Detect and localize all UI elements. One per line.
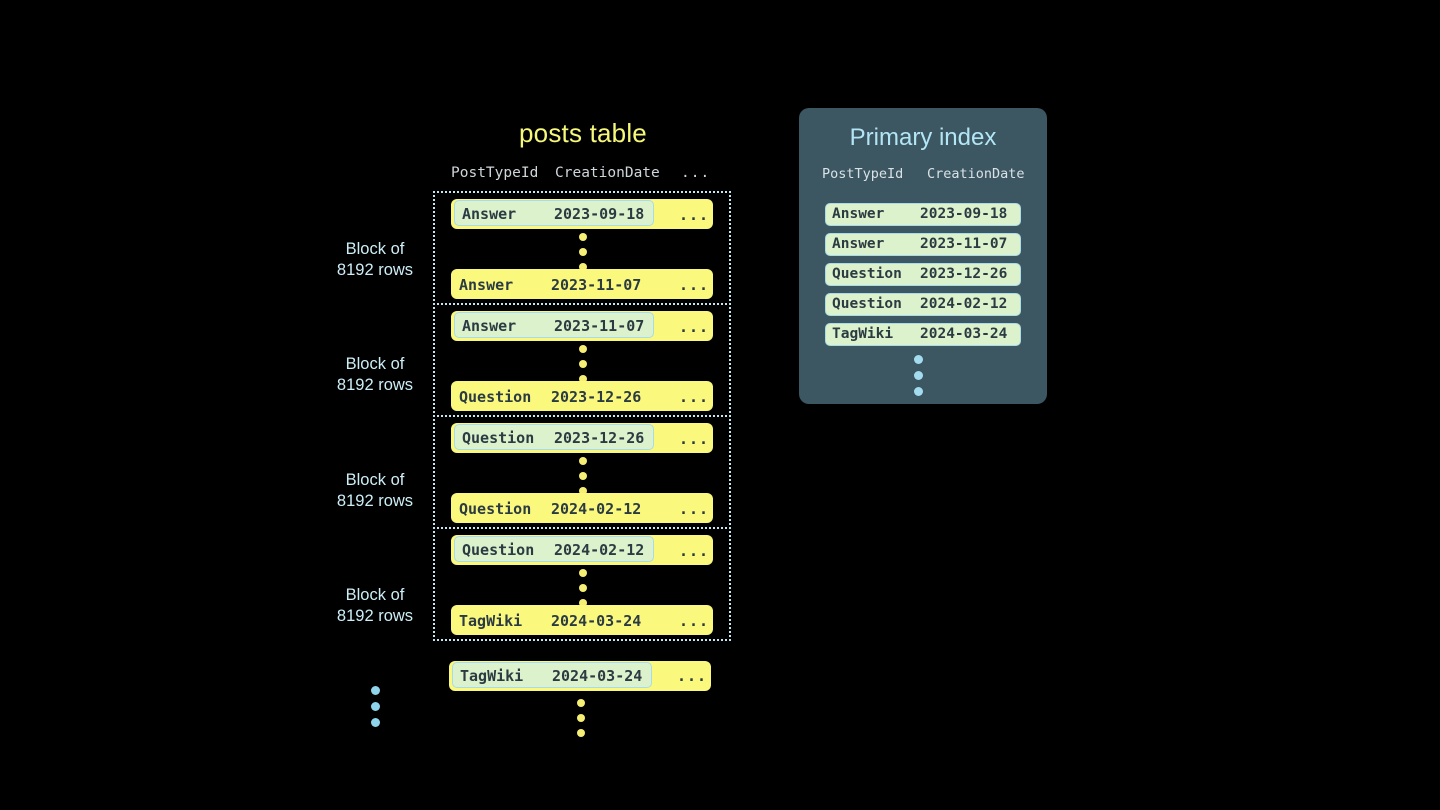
cell-posttypeid: Question xyxy=(459,388,532,406)
table-row: Question 2023-12-26 ... xyxy=(451,423,713,453)
table-row: Answer 2023-11-07 ... xyxy=(451,269,713,299)
cell-more: ... xyxy=(679,500,710,518)
row-key-highlight: Question 2023-12-26 xyxy=(454,424,654,450)
cell-creationdate: 2024-02-12 xyxy=(920,296,1008,312)
primary-index-panel: Primary index PostTypeId CreationDate An… xyxy=(799,108,1047,404)
cell-more: ... xyxy=(679,276,710,294)
table-row: TagWiki 2024-03-24 ... xyxy=(451,605,713,635)
block-label: Block of 8192 rows xyxy=(300,239,450,281)
cell-more: ... xyxy=(679,612,710,630)
block-label-line2: 8192 rows xyxy=(336,492,414,510)
cell-creationdate: 2023-11-07 xyxy=(554,317,645,335)
table-row: TagWiki 2024-03-24 ... xyxy=(449,661,711,691)
cell-posttypeid: Question xyxy=(832,296,902,312)
row-key-highlight: Answer 2023-09-18 xyxy=(454,200,654,226)
vertical-ellipsis-dots-left xyxy=(371,686,381,734)
block-label-line1: Block of xyxy=(345,471,405,489)
cell-creationdate: 2023-12-26 xyxy=(551,388,642,406)
vertical-ellipsis-dots xyxy=(579,569,589,614)
cell-creationdate: 2023-12-26 xyxy=(554,429,645,447)
cell-creationdate: 2024-02-12 xyxy=(554,541,645,559)
cell-posttypeid: Question xyxy=(462,541,535,559)
cell-creationdate: 2024-02-12 xyxy=(551,500,642,518)
cell-posttypeid: Question xyxy=(459,500,532,518)
cell-posttypeid: Answer xyxy=(832,236,885,252)
cell-posttypeid: Answer xyxy=(459,276,514,294)
vertical-ellipsis-dots xyxy=(579,457,589,502)
block-label-line1: Block of xyxy=(345,586,405,604)
cell-creationdate: 2024-03-24 xyxy=(552,667,643,685)
index-row: Answer 2023-09-18 xyxy=(825,203,1021,226)
primary-index-column-headers: PostTypeId CreationDate xyxy=(822,166,1032,186)
block-label: Block of 8192 rows xyxy=(300,585,450,627)
cell-more: ... xyxy=(679,206,710,224)
index-row: Question 2023-12-26 xyxy=(825,263,1021,286)
block-label-line2: 8192 rows xyxy=(336,376,414,394)
vertical-ellipsis-dots xyxy=(914,355,924,403)
column-header-creationdate: CreationDate xyxy=(927,166,1025,182)
block-label: Block of 8192 rows xyxy=(300,354,450,396)
block-label-line1: Block of xyxy=(345,240,405,258)
table-row: Question 2024-02-12 ... xyxy=(451,493,713,523)
posts-table-column-headers: PostTypeId CreationDate ... xyxy=(451,165,731,187)
cell-more: ... xyxy=(679,318,710,336)
table-row: Question 2024-02-12 ... xyxy=(451,535,713,565)
table-block: Answer 2023-09-18 ... Answer 2023-11-07 … xyxy=(433,191,731,305)
cell-posttypeid: Answer xyxy=(462,317,517,335)
row-key-highlight: Question 2024-02-12 xyxy=(454,536,654,562)
block-label-line1: Block of xyxy=(345,355,405,373)
cell-creationdate: 2023-09-18 xyxy=(554,205,645,223)
block-label-line2: 8192 rows xyxy=(336,261,414,279)
vertical-ellipsis-dots xyxy=(577,699,587,744)
cell-posttypeid: TagWiki xyxy=(459,612,523,630)
cell-posttypeid: Question xyxy=(832,266,902,282)
table-block: Question 2024-02-12 ... TagWiki 2024-03-… xyxy=(433,527,731,641)
cell-more: ... xyxy=(679,388,710,406)
table-block: Question 2023-12-26 ... Question 2024-02… xyxy=(433,415,731,529)
cell-creationdate: 2024-03-24 xyxy=(920,326,1008,342)
block-label: Block of 8192 rows xyxy=(300,470,450,512)
vertical-ellipsis-dots xyxy=(579,233,589,278)
table-row: Question 2023-12-26 ... xyxy=(451,381,713,411)
cell-creationdate: 2024-03-24 xyxy=(551,612,642,630)
index-row: Answer 2023-11-07 xyxy=(825,233,1021,256)
cell-more: ... xyxy=(677,667,708,685)
vertical-ellipsis-dots xyxy=(579,345,589,390)
cell-posttypeid: TagWiki xyxy=(460,667,524,685)
cell-more: ... xyxy=(679,542,710,560)
column-header-ellipsis: ... xyxy=(681,165,711,181)
block-label-line2: 8192 rows xyxy=(336,607,414,625)
cell-posttypeid: TagWiki xyxy=(832,326,894,342)
table-block: Answer 2023-11-07 ... Question 2023-12-2… xyxy=(433,303,731,417)
cell-creationdate: 2023-09-18 xyxy=(920,206,1008,222)
column-header-posttypeid: PostTypeId xyxy=(451,165,539,181)
cell-creationdate: 2023-12-26 xyxy=(920,266,1008,282)
table-row: Answer 2023-11-07 ... xyxy=(451,311,713,341)
posts-table-title: posts table xyxy=(519,118,647,148)
cell-posttypeid: Question xyxy=(462,429,535,447)
column-header-creationdate: CreationDate xyxy=(555,165,660,181)
cell-creationdate: 2023-11-07 xyxy=(920,236,1008,252)
cell-more: ... xyxy=(679,430,710,448)
primary-index-title: Primary index xyxy=(849,124,997,151)
posts-table-blocks: Answer 2023-09-18 ... Answer 2023-11-07 … xyxy=(433,191,731,641)
column-header-posttypeid: PostTypeId xyxy=(822,166,904,182)
row-key-highlight: Answer 2023-11-07 xyxy=(454,312,654,338)
primary-index-rows: Answer 2023-09-18 Answer 2023-11-07 Ques… xyxy=(825,203,1021,353)
cell-creationdate: 2023-11-07 xyxy=(551,276,642,294)
cell-posttypeid: Answer xyxy=(832,206,885,222)
index-row: TagWiki 2024-03-24 xyxy=(825,323,1021,346)
index-row: Question 2024-02-12 xyxy=(825,293,1021,316)
cell-posttypeid: Answer xyxy=(462,205,517,223)
row-key-highlight: TagWiki 2024-03-24 xyxy=(452,662,652,688)
table-row: Answer 2023-09-18 ... xyxy=(451,199,713,229)
